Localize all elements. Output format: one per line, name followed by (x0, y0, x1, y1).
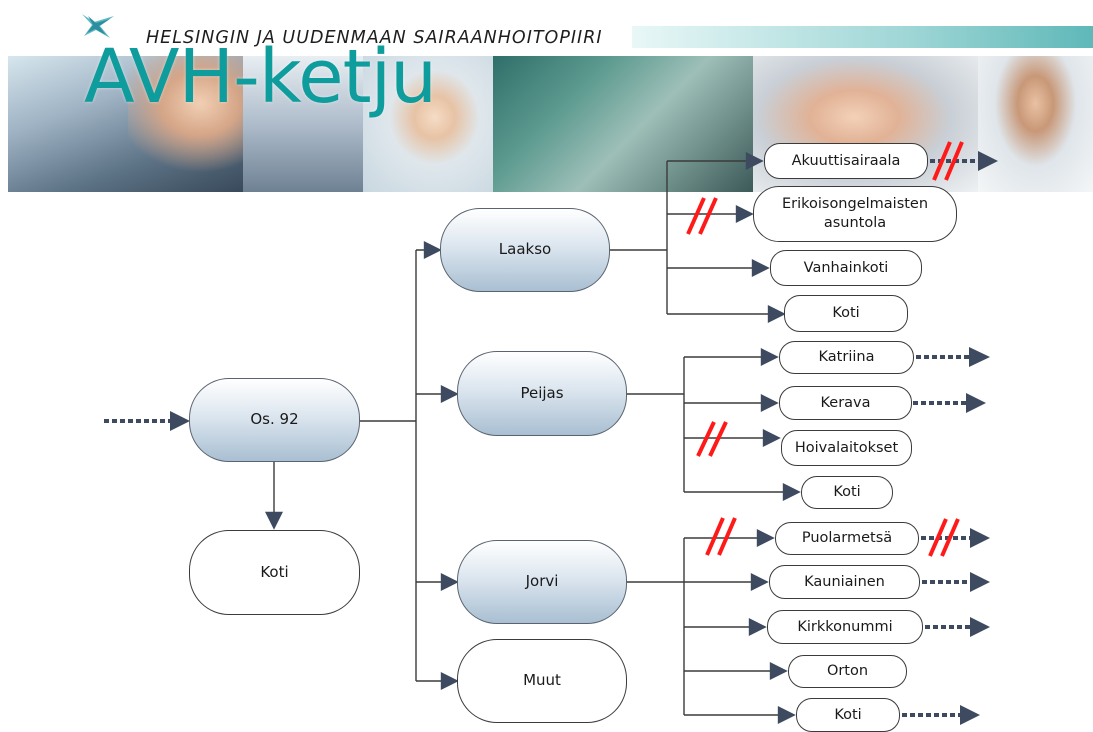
node-os92[interactable]: Os. 92 (189, 378, 360, 462)
node-koti-laakso[interactable]: Koti (784, 295, 908, 332)
break-icon-erikoisongelmaisten (686, 197, 718, 235)
photo-nurse (363, 56, 493, 192)
node-erikoisongelmaisten-asuntola[interactable]: Erikoisongelmaisten asuntola (753, 186, 957, 242)
dotted-arrow-icon-puolarmetsa (921, 528, 990, 548)
dotted-arrow-icon-katriina (916, 347, 990, 367)
connector-laakso-branches (610, 152, 786, 323)
break-marks (686, 141, 964, 557)
photo-equipment (243, 56, 363, 192)
break-icon-puolarmetsa-in (705, 517, 737, 556)
node-kirkkonummi[interactable]: Kirkkonummi (767, 610, 923, 644)
break-icon-puolarmetsa-out (928, 518, 960, 557)
node-akuuttisairaala[interactable]: Akuuttisairaala (764, 143, 928, 179)
dotted-arrow-icon-kerava (913, 393, 986, 413)
break-icon-hoivalaitokset (696, 421, 728, 457)
node-orton[interactable]: Orton (788, 655, 907, 688)
page-title: AVH-ketju (84, 34, 437, 120)
node-koti-main[interactable]: Koti (189, 530, 360, 615)
node-jorvi[interactable]: Jorvi (457, 540, 627, 624)
break-icon-akuuttisairaala-out (932, 141, 964, 181)
node-laakso[interactable]: Laakso (440, 208, 610, 292)
node-kerava[interactable]: Kerava (779, 386, 912, 420)
photo-doctor (978, 56, 1093, 192)
connector-jorvi-branches (627, 529, 796, 724)
node-koti-peijas[interactable]: Koti (801, 476, 893, 509)
dotted-arrow-icon-kirkkonummi (925, 617, 990, 637)
node-kauniainen[interactable]: Kauniainen (769, 565, 920, 599)
node-muut[interactable]: Muut (457, 639, 627, 723)
node-koti-jorvi[interactable]: Koti (796, 698, 900, 732)
dotted-arrow-icon-kauniainen (922, 572, 990, 592)
node-peijas[interactable]: Peijas (457, 351, 627, 436)
node-hoivalaitokset[interactable]: Hoivalaitokset (781, 430, 912, 466)
node-katriina[interactable]: Katriina (779, 341, 914, 374)
hus-cross-logo-icon (80, 12, 116, 44)
node-puolarmetsa[interactable]: Puolarmetsä (775, 522, 919, 555)
dotted-arrow-icon-koti-jorvi (902, 705, 980, 725)
outgoing-dotted-arrows (902, 151, 998, 725)
incoming-dotted-arrow (104, 411, 190, 431)
connector-os92-hospitals (360, 241, 459, 690)
photo-surgery (493, 56, 753, 192)
header-gradient-bar (632, 26, 1093, 48)
node-vanhainkoti[interactable]: Vanhainkoti (770, 250, 922, 286)
connector-peijas-branches (627, 348, 801, 501)
organization-name: HELSINGIN JA UUDENMAAN SAIRAANHOITOPIIRI (146, 28, 603, 48)
